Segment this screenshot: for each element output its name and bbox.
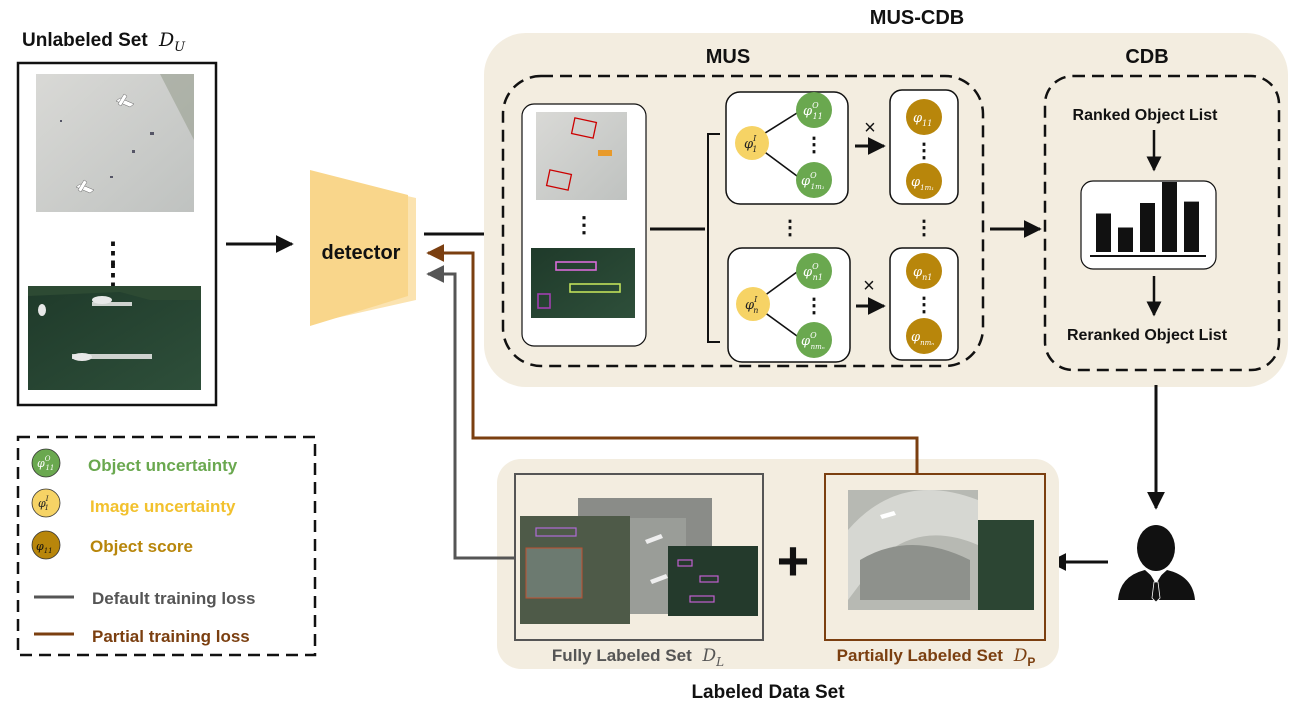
mus-images-dots: ⋮: [573, 212, 595, 237]
legend-image-uncertainty-label: Image uncertainty: [90, 497, 236, 516]
svg-text:φI1: φI1: [38, 495, 49, 512]
bar-chart-bar: [1162, 182, 1177, 252]
svg-text:φ1m₁: φ1m₁: [911, 175, 934, 192]
svg-text:φ11: φ11: [36, 540, 53, 555]
mus-airport-image: [536, 112, 627, 200]
detector-label: detector: [322, 242, 401, 264]
partially-labeled-label: Partially Labeled Set DP: [837, 646, 1036, 669]
legend-object-score-label: Object score: [90, 537, 193, 556]
partially-labeled-images: [848, 490, 1034, 610]
score-node-top-1: φ11: [906, 99, 942, 135]
mus-bracket: [707, 133, 720, 343]
mus-box: [501, 74, 985, 368]
object-dots-bottom: ⋮: [804, 295, 824, 317]
unlabeled-airport-image: [36, 74, 194, 212]
bar-chart-bar: [1118, 227, 1133, 252]
score-node-top-2: φ1m₁: [906, 163, 942, 199]
fully-labeled-label: Fully Labeled Set DL: [552, 646, 724, 669]
edge-bottom-1: [763, 271, 798, 297]
default-training-loss-path: [426, 265, 515, 560]
score-middle-dots: ⋮: [914, 217, 934, 239]
legend-partial-loss: Partial training loss: [34, 627, 250, 646]
bar-chart-bar: [1184, 201, 1199, 252]
legend-object-uncertainty-label: Object uncertainty: [88, 456, 238, 475]
partial-training-loss-path: [426, 244, 919, 474]
unlabeled-set: Unlabeled Set DU ⋮ ⋮: [16, 29, 218, 407]
bar-chart: [1096, 182, 1199, 252]
bar-chart-bar: [1096, 213, 1111, 252]
svg-text:φ11: φ11: [913, 111, 932, 128]
svg-text:φI1: φI1: [744, 134, 757, 154]
ranked-object-list: Ranked Object List: [1073, 107, 1219, 124]
score-node-bottom-2: φnmₙ: [906, 318, 942, 354]
reranked-object-list: Reranked Object List: [1067, 327, 1228, 344]
legend-box: [16, 435, 317, 657]
unlabeled-dots: ⋮: [99, 237, 127, 268]
labeled-data-title: Labeled Data Set: [691, 682, 845, 703]
bar-chart-bar: [1140, 203, 1155, 252]
fully-labeled-images: [520, 498, 758, 624]
object-dots-top: ⋮: [804, 134, 824, 156]
times-top: ×: [864, 117, 876, 139]
annotator-icon: [1118, 525, 1195, 603]
mus-harbor-image: [531, 248, 635, 318]
legend-object-score: φ11 Object score: [31, 530, 193, 560]
detector: detector: [310, 170, 416, 326]
unlabeled-harbor-image: [28, 286, 201, 390]
svg-text:φn1: φn1: [913, 265, 932, 282]
svg-text:φIn: φIn: [745, 295, 758, 315]
edge-top-2: [761, 149, 798, 177]
cdb-title: CDB: [1125, 46, 1168, 68]
cdb-box: [1043, 74, 1281, 372]
score-dots-bottom: ⋮: [914, 294, 934, 316]
edge-top-1: [761, 112, 798, 136]
plus-sign: +: [777, 529, 810, 592]
times-bottom: ×: [863, 275, 875, 297]
score-node-bottom-1: φn1: [906, 253, 942, 289]
mus-cdb-panel: [484, 33, 1288, 387]
legend-default-loss: Default training loss: [34, 589, 255, 608]
mus-title: MUS: [706, 46, 750, 68]
score-dots-top: ⋮: [914, 140, 934, 162]
unlabeled-dots-2: ⋮: [99, 259, 127, 290]
main-title: MUS-CDB: [870, 7, 964, 29]
unlabeled-set-title: Unlabeled Set DU: [22, 29, 186, 55]
legend-partial-loss-label: Partial training loss: [92, 627, 250, 646]
svg-text:φnmₙ: φnmₙ: [911, 330, 934, 347]
edge-bottom-2: [763, 311, 798, 337]
legend-default-loss-label: Default training loss: [92, 589, 255, 608]
uncertainty-middle-dots: ⋮: [780, 217, 800, 239]
partially-labeled-frame: [824, 473, 1046, 641]
